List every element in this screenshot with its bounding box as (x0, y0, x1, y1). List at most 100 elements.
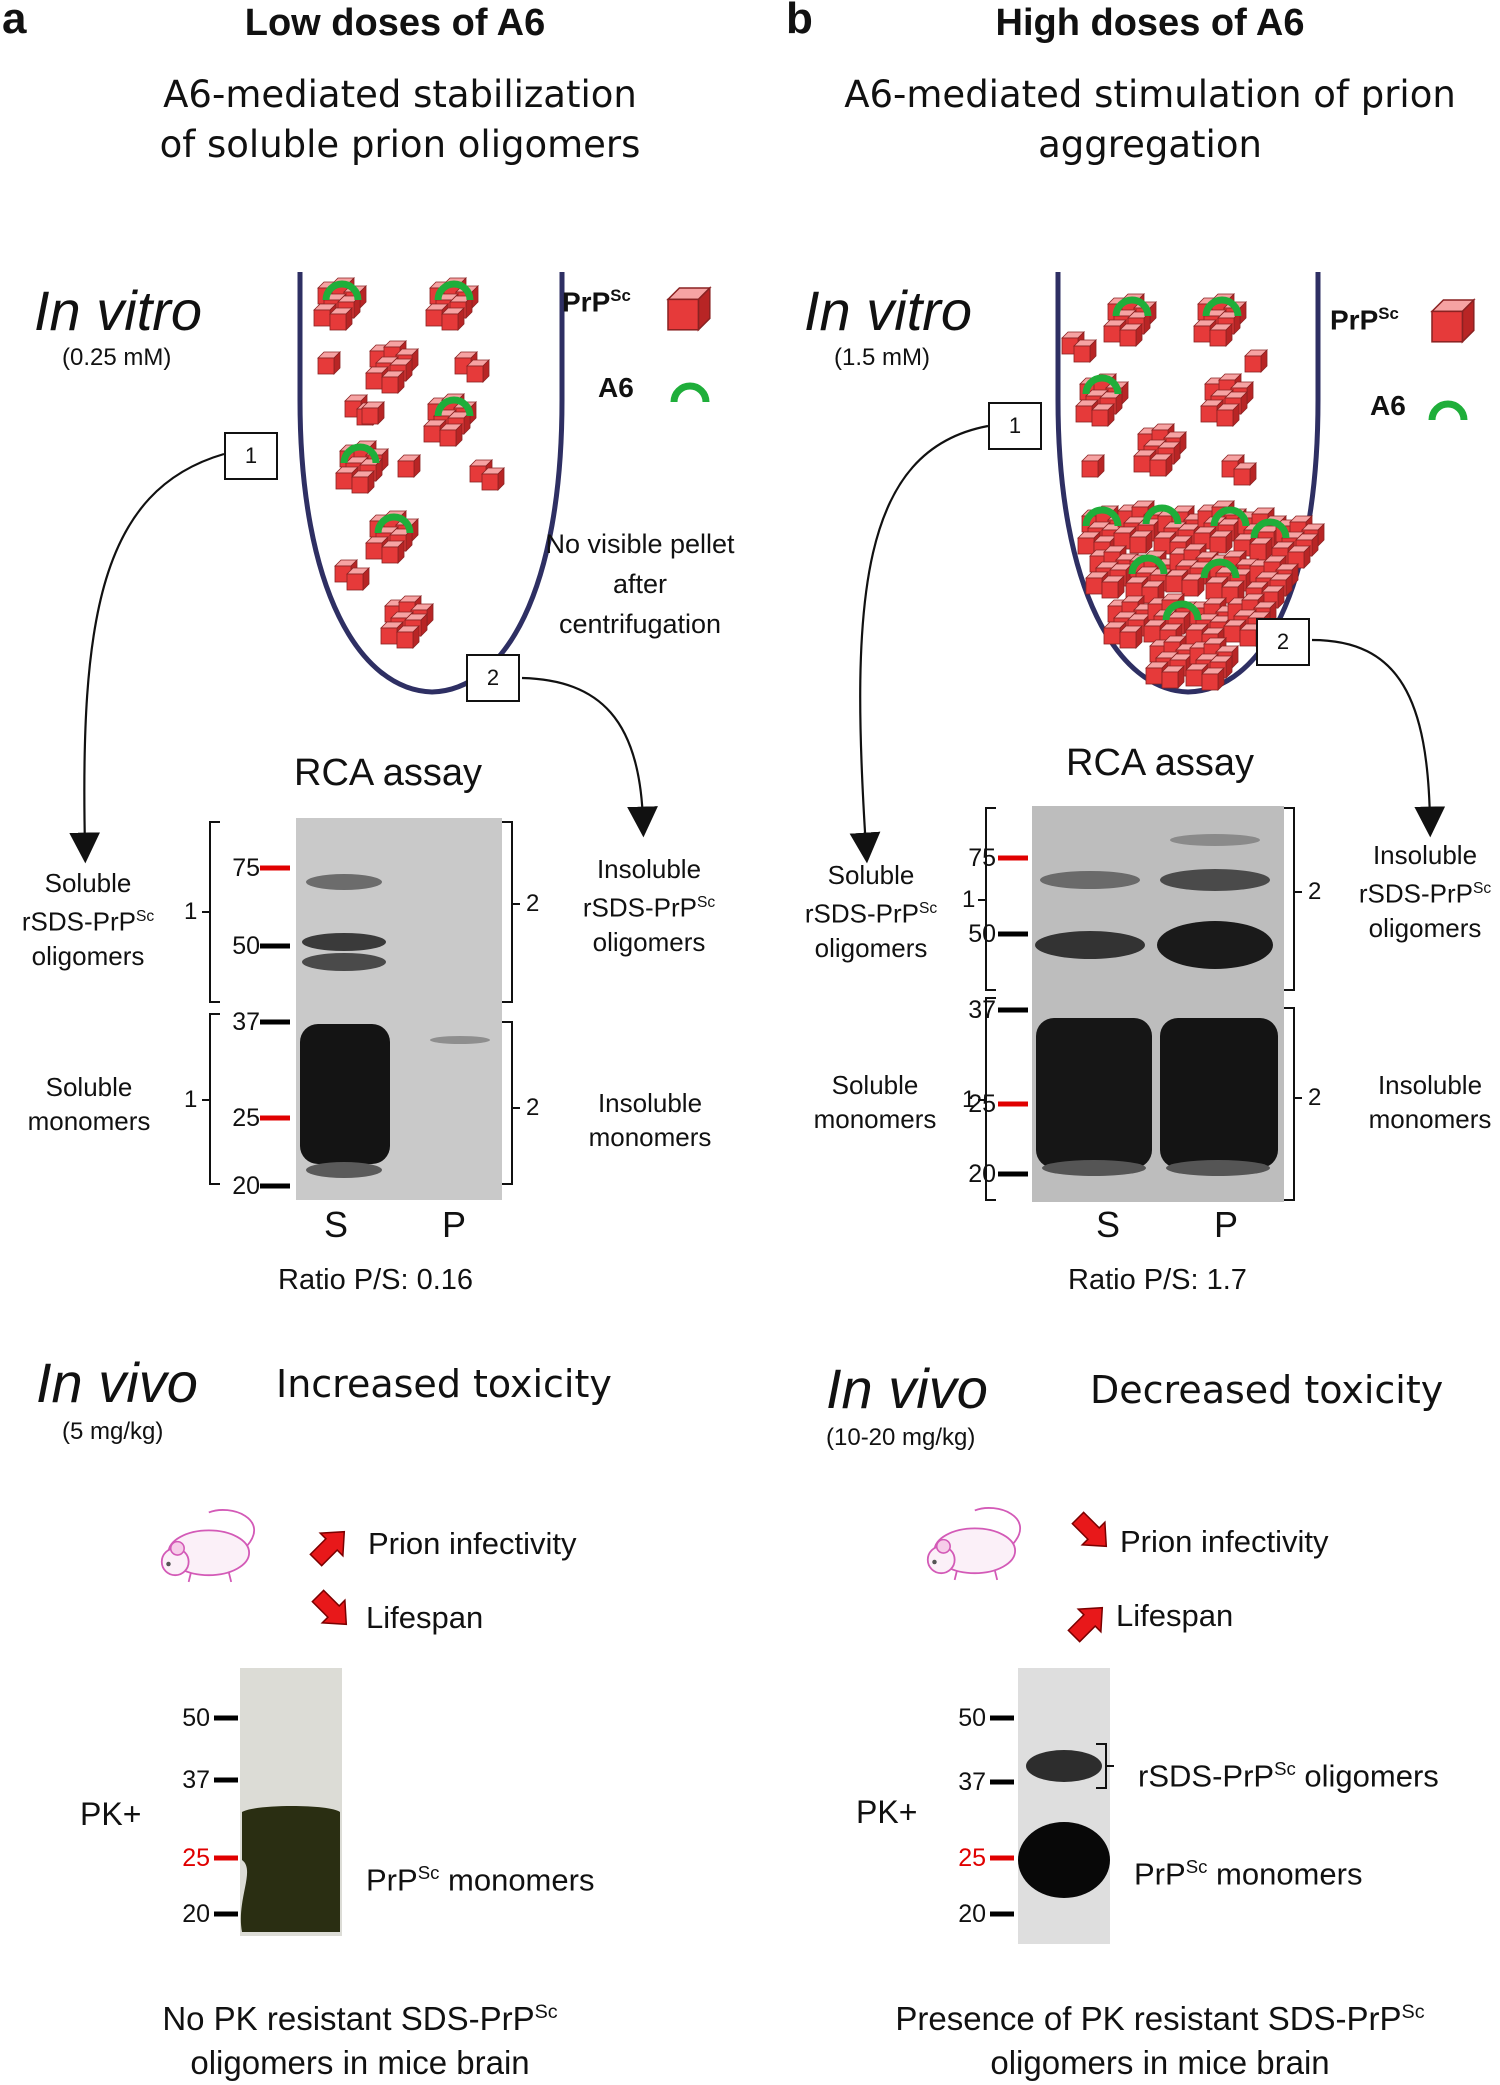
blot-b (1032, 806, 1284, 1202)
panel-b-pk-marker-20: 20 (958, 1900, 986, 1928)
panel-a-effect-lifespan: Lifespan (366, 1600, 484, 1635)
panel-b-heading: High doses of A6 (995, 2, 1305, 44)
panel-b-effect-lifespan: Lifespan (1116, 1598, 1234, 1633)
curve-arrows-a (69, 452, 658, 864)
panel-a-subtitle: A6-mediated stabilization of soluble pri… (159, 73, 641, 166)
curve-arrows-b (849, 424, 1446, 864)
panel-a-right-oligo-label: Insoluble rSDS-PrPSc oligomers (582, 854, 716, 957)
panel-a-left-oligo-label: Soluble rSDS-PrPSc oligomers (21, 868, 155, 971)
panel-a-pk-monomers: PrPSc monomers (366, 1862, 595, 1898)
panel-a-pk-marker-37: 37 (182, 1766, 210, 1794)
panel-a-pk-marker-50: 50 (182, 1704, 210, 1732)
panel-a-pk-marker-20: 20 (182, 1900, 210, 1928)
mouse-icon-b (926, 1507, 1022, 1581)
blot-b-bands (1035, 834, 1278, 1176)
panel-b-marker-37: 37 (968, 996, 996, 1024)
panel-a-pk-marker-25: 25 (182, 1844, 210, 1872)
tube-a-contents (314, 278, 504, 648)
panel-a-bracket-2-oligo: 2 (526, 890, 540, 917)
panel-a-legend-prpsc: PrPSc (562, 286, 631, 318)
panel-b-right-mono-label: Insoluble monomers (1368, 1070, 1492, 1134)
panel-a-effect-infectivity: Prion infectivity (368, 1526, 577, 1561)
legend-b-icons (1432, 299, 1475, 420)
panel-b-box-1: 1 (988, 402, 1042, 450)
blot-b-marker-ticks (998, 855, 1028, 1177)
panel-a-in-vivo-dose: (5 mg/kg) (62, 1418, 164, 1445)
panel-b-legend-a6: A6 (1370, 390, 1406, 421)
panel-b-toxicity: Decreased toxicity (1090, 1368, 1444, 1412)
panel-a-assay-title: RCA assay (294, 752, 482, 794)
panel-a-lane-s: S (324, 1204, 349, 1245)
up-arrow-icon-b (1061, 1595, 1115, 1649)
panel-a-toxicity: Increased toxicity (276, 1362, 612, 1406)
panel-b-subtitle: A6-mediated stimulation of prion aggrega… (844, 73, 1456, 166)
panel-b-pk-marker-50: 50 (958, 1704, 986, 1732)
panel-b-bracket-2-mono: 2 (1308, 1084, 1322, 1111)
panel-b-pk-marker-37: 37 (958, 1768, 986, 1796)
blot-a-bands (300, 874, 490, 1178)
panel-a-marker-50: 50 (232, 932, 260, 960)
panel-b-bracket-1-oligo: 1 (962, 886, 976, 913)
up-arrow-icon-a (303, 1519, 357, 1573)
panel-a-left-mono-label: Soluble monomers (27, 1072, 151, 1136)
pk-blot-b (1018, 1668, 1110, 1944)
panel-b-in-vivo-dose: (10-20 mg/kg) (826, 1424, 976, 1451)
pk-blot-b-ticks (990, 1715, 1014, 1917)
panel-a-conclusion: No PK resistant SDS-PrPSc oligomers in m… (162, 2000, 558, 2081)
mouse-icon-a (160, 1509, 256, 1583)
blot-a (296, 818, 502, 1200)
pk-blot-a (240, 1668, 342, 1936)
panel-b-lane-s: S (1096, 1204, 1121, 1245)
panel-a-box-2: 2 (466, 654, 520, 702)
panel-a-legend-a6: A6 (598, 372, 634, 403)
pk-blot-a-ticks (214, 1715, 238, 1917)
down-arrow-icon-a (305, 1583, 359, 1637)
blot-a-marker-ticks (260, 865, 290, 1189)
panel-b-legend-prpsc: PrPSc (1330, 304, 1399, 336)
panel-b-bracket-1-mono: 1 (962, 1086, 976, 1113)
panel-a-heading: Low doses of A6 (244, 2, 546, 44)
panel-a-bracket-1-oligo: 1 (184, 898, 198, 925)
panel-a-marker-75: 75 (232, 854, 260, 882)
panel-b-pk-marker-25: 25 (958, 1844, 986, 1872)
panel-b-bracket-2-oligo: 2 (1308, 878, 1322, 905)
panel-b-in-vitro-conc: (1.5 mM) (834, 344, 930, 371)
legend-a-icons (667, 287, 711, 402)
panel-a-right-mono-label: Insoluble monomers (588, 1088, 712, 1152)
tube-a (297, 272, 565, 695)
panel-b-pk-oligomers: rSDS-PrPSc oligomers (1138, 1758, 1439, 1794)
panel-a-bracket-2-mono: 2 (526, 1094, 540, 1121)
panel-a-marker-37: 37 (232, 1008, 260, 1036)
panel-b-pk-monomers: PrPSc monomers (1134, 1856, 1363, 1892)
panel-b-marker-75: 75 (968, 844, 996, 872)
panel-b-conclusion: Presence of PK resistant SDS-PrPSc oligo… (895, 2000, 1425, 2081)
panel-b-marker-20: 20 (968, 1160, 996, 1188)
panel-a-in-vivo: In vivo (36, 1351, 198, 1414)
panel-a-marker-25: 25 (232, 1104, 260, 1132)
panel-b-pk-label: PK+ (856, 1794, 918, 1830)
panel-a-bracket-1-mono: 1 (184, 1086, 198, 1113)
panel-b-box-2: 2 (1256, 618, 1310, 666)
panel-b-assay-title: RCA assay (1066, 742, 1254, 784)
panel-b-lane-p: P (1214, 1204, 1239, 1245)
panel-a-in-vitro: In vitro (34, 279, 203, 342)
panel-b-effect-infectivity: Prion infectivity (1120, 1524, 1329, 1559)
panel-a-marker-20: 20 (232, 1172, 260, 1200)
panel-b-ratio: Ratio P/S: 1.7 (1068, 1264, 1247, 1296)
panel-b-in-vivo: In vivo (826, 1357, 988, 1420)
panel-b-right-oligo-label: Insoluble rSDS-PrPSc oligomers (1358, 840, 1492, 943)
pk-oligo-bracket-b (1096, 1743, 1114, 1789)
panel-b-in-vitro: In vitro (804, 279, 973, 342)
panel-a-letter: a (2, 0, 27, 43)
blot-b-brackets (978, 807, 1302, 1201)
panel-a-in-vitro-conc: (0.25 mM) (62, 344, 172, 371)
down-arrow-icon-b (1065, 1505, 1119, 1559)
panel-a-pk-label: PK+ (80, 1796, 142, 1832)
panel-b-marker-25: 25 (968, 1090, 996, 1118)
panel-a-lane-p: P (442, 1204, 467, 1245)
panel-b-left-oligo-label: Soluble rSDS-PrPSc oligomers (804, 860, 938, 963)
panel-b-letter: b (786, 0, 813, 43)
blot-a-brackets (202, 821, 520, 1185)
panel-a-ratio: Ratio P/S: 0.16 (278, 1264, 474, 1296)
